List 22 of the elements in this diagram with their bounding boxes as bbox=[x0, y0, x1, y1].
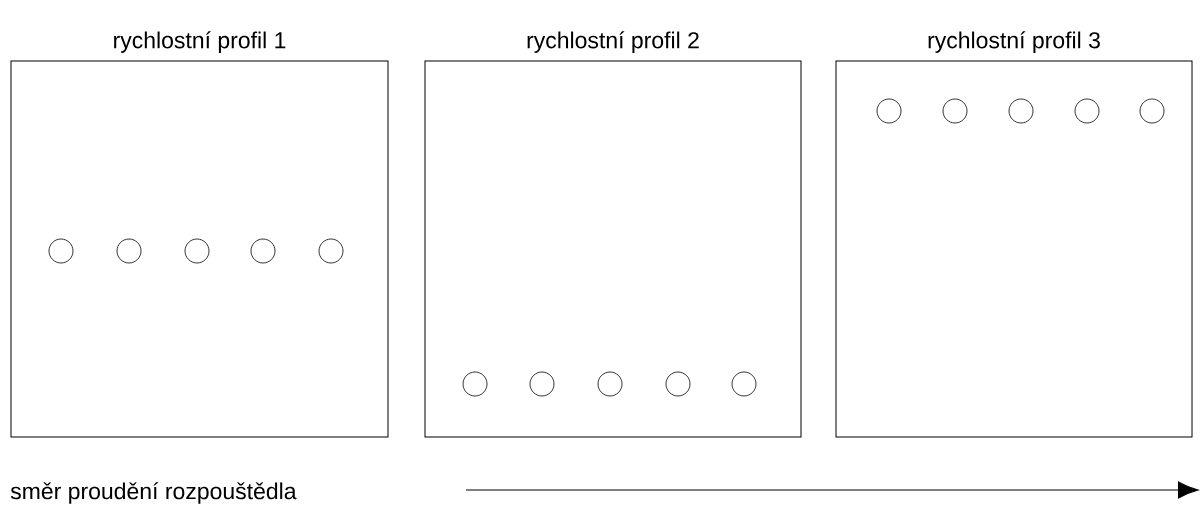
particle-circle bbox=[250, 238, 276, 264]
particle-circle bbox=[1008, 98, 1034, 124]
particle-circle bbox=[529, 371, 555, 397]
node-label: rychlostní profil 1 bbox=[114, 31, 286, 53]
profile-box: rychlostní profil 2 bbox=[424, 31, 802, 438]
particle-circle bbox=[48, 238, 74, 264]
particle-circle bbox=[597, 371, 623, 397]
particle-circle bbox=[731, 371, 757, 397]
profile-box: rychlostní profil 3 bbox=[835, 31, 1193, 438]
particle-circle bbox=[318, 238, 344, 264]
particle-circle bbox=[876, 98, 902, 124]
particle-circle bbox=[1139, 98, 1165, 124]
node-label: rychlostní profil 3 bbox=[928, 31, 1100, 53]
particle-circle bbox=[1074, 98, 1100, 124]
axis-label: směr proudění rozpouštědla bbox=[10, 482, 297, 504]
particle-circle bbox=[942, 98, 968, 124]
node-label: rychlostní profil 2 bbox=[527, 31, 699, 53]
particle-circle bbox=[116, 238, 142, 264]
particle-circle bbox=[665, 371, 691, 397]
profile-box: rychlostní profil 1 bbox=[10, 31, 389, 438]
particle-circle bbox=[462, 371, 488, 397]
particle-circle bbox=[184, 238, 210, 264]
